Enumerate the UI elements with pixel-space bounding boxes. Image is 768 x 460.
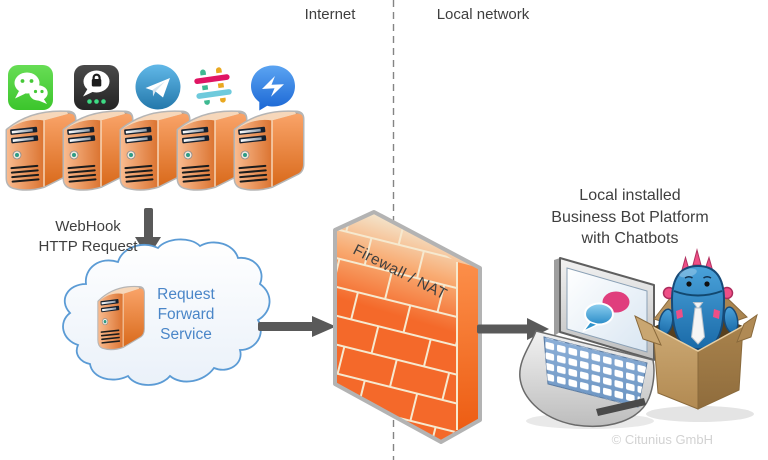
chatbot-in-box: [634, 248, 758, 422]
messaging-server-group: [5, 110, 305, 191]
copyright-label: © Citunius GmbH: [611, 432, 713, 447]
arrow-firewall-to-laptop: [477, 318, 549, 340]
chat-bubble-blue: [584, 302, 614, 326]
slack-icon: [191, 64, 235, 108]
chatbot-robot: [658, 248, 739, 351]
cloud-service-label: Request Forward Service: [157, 286, 215, 343]
threema-icon: [74, 65, 119, 110]
internet-cloud: [62, 238, 271, 386]
firewall: Firewall / NAT: [333, 210, 482, 444]
messenger-icons: [8, 64, 295, 111]
laptop: [519, 257, 655, 429]
zone-label-internet: Internet: [304, 6, 356, 23]
wechat-icon: [8, 65, 53, 110]
webhook-label: WebHook HTTP Request: [38, 218, 138, 255]
messaging-server: [233, 110, 305, 191]
telegram-icon: [135, 64, 181, 110]
facebook-messenger-icon: [251, 65, 295, 111]
arrow-cloud-to-firewall: [258, 316, 336, 337]
platform-label: Local installed Business Bot Platform wi…: [551, 187, 709, 247]
zone-label-local-network: Local network: [436, 6, 530, 23]
chat-bubbles: [582, 291, 630, 333]
